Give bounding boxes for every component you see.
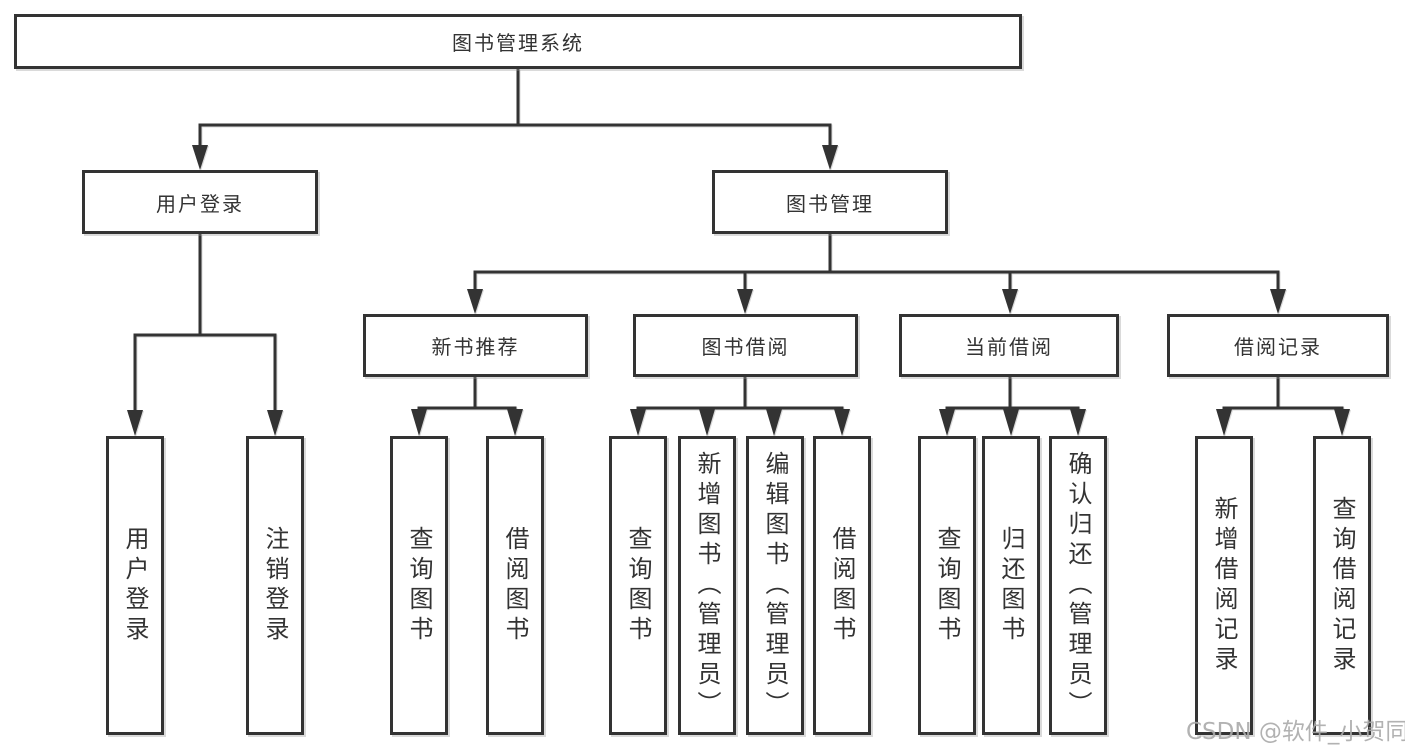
node-add-books-admin: 新增图书（管理员） <box>678 436 736 735</box>
node-library-system: 图书管理系统 <box>14 14 1022 69</box>
node-book-management: 图书管理 <box>712 170 948 234</box>
node-current-borrowing: 当前借阅 <box>899 314 1119 377</box>
watermark: CSDN @软件_小贺同学 <box>1186 719 1405 745</box>
node-query-books-current: 查询图书 <box>918 436 976 735</box>
node-user-login-action: 用户登录 <box>106 436 164 735</box>
node-user-login: 用户登录 <box>82 170 318 234</box>
node-borrowing-records: 借阅记录 <box>1167 314 1389 377</box>
node-query-borrow-record: 查询借阅记录 <box>1313 436 1371 735</box>
node-query-books-recommend: 查询图书 <box>390 436 448 735</box>
node-query-books-borrowing: 查询图书 <box>609 436 667 735</box>
node-return-books: 归还图书 <box>982 436 1040 735</box>
node-edit-books-admin: 编辑图书（管理员） <box>746 436 804 735</box>
node-confirm-return-admin: 确认归还（管理员） <box>1049 436 1107 735</box>
node-borrow-books-recommend: 借阅图书 <box>486 436 544 735</box>
node-add-borrow-record: 新增借阅记录 <box>1195 436 1253 735</box>
node-borrow-books-borrowing: 借阅图书 <box>813 436 871 735</box>
node-logout-action: 注销登录 <box>246 436 304 735</box>
node-new-book-recommend: 新书推荐 <box>363 314 588 377</box>
node-book-borrowing: 图书借阅 <box>633 314 858 377</box>
